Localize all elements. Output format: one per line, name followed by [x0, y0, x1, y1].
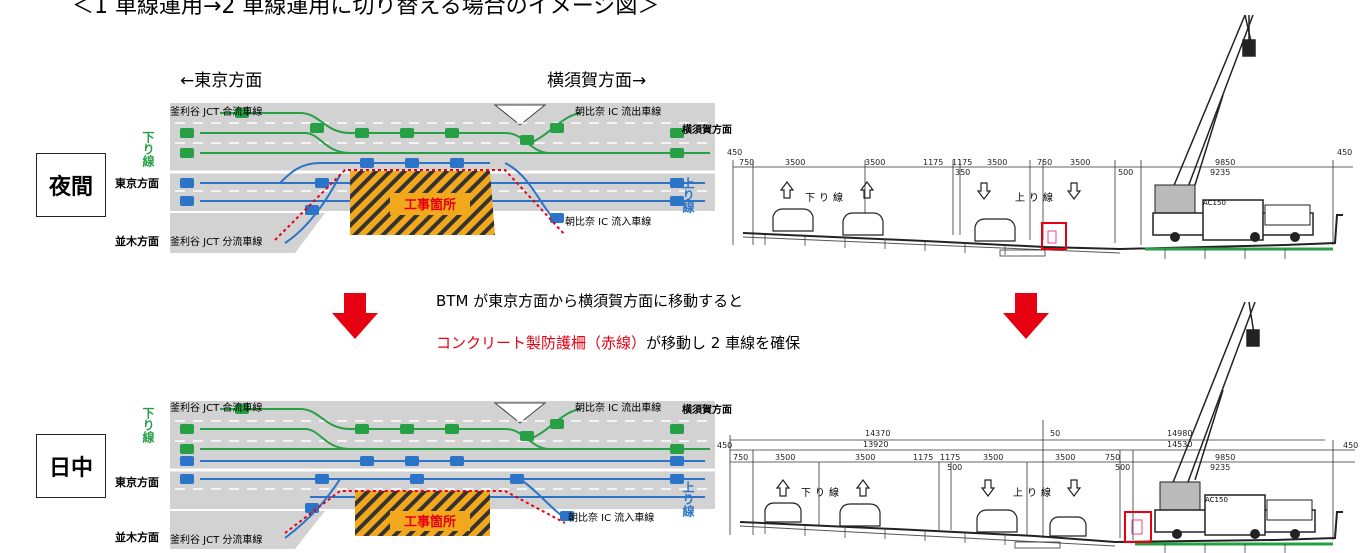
work-zone-label-day: 工事箇所	[404, 514, 456, 530]
crane-icon-day	[1169, 301, 1260, 491]
merge-label: 釜利谷 JCT 合流車線	[170, 105, 262, 118]
down-line-label: 下り線	[141, 131, 155, 168]
dim-750-day: 750	[733, 453, 748, 462]
dim-9850-day: 9850	[1215, 453, 1235, 462]
direction-tokyo-label: ←東京方面	[180, 71, 263, 91]
up-line-label: 上り線	[681, 176, 695, 214]
diagram-title: ＜1 車線運用→2 車線運用に切り替える場合のイメージ図＞	[72, 0, 660, 19]
dim-9235: 9235	[1210, 168, 1230, 177]
dim-350: 350	[955, 168, 970, 177]
exit-label: 朝比奈 IC 流出車線	[575, 105, 661, 118]
dim-1175-b: 1175	[952, 158, 972, 167]
namiki-side-label-day: 並木方面	[115, 530, 159, 544]
dim-450-right: 450	[1337, 148, 1352, 157]
plan-view-night: 工事箇所 釜利谷 JCT 合流車線 釜利谷 JCT 分流車線 朝比奈 IC 流出…	[115, 103, 732, 253]
dim-50: 50	[1050, 429, 1060, 438]
down-line-label-day: 下り線	[141, 407, 155, 444]
dim-1175-a: 1175	[923, 158, 943, 167]
dim-1175-b-day: 1175	[940, 453, 960, 462]
dim-14980: 14980	[1167, 429, 1192, 438]
dim-750-b: 750	[1037, 158, 1052, 167]
entry-label-day: 朝比奈 IC 流入車線	[568, 511, 654, 524]
dim-750-b-day: 750	[1105, 453, 1120, 462]
dim-3500-d-day: 3500	[1055, 453, 1075, 462]
yokosuka-side-label: 横須賀方面	[682, 123, 732, 136]
down-lane-label: 下り線	[805, 191, 847, 204]
dim-14530: 14530	[1167, 440, 1192, 449]
yokosuka-side-label-day: 横須賀方面	[682, 403, 732, 416]
crane-model-label: AC150	[1203, 199, 1226, 207]
cross-section-day: 14370 50 14980 13920 14530 450 750 3500 …	[717, 301, 1358, 553]
dim-1175-a-day: 1175	[913, 453, 933, 462]
split-label: 釜利谷 JCT 分流車線	[170, 235, 262, 248]
period-day-box: 日中	[36, 434, 106, 498]
dim-3500-b: 3500	[865, 158, 885, 167]
dim-450-right-day: 450	[1343, 441, 1358, 450]
caption-red-text: コンクリート製防護柵（赤線）	[436, 334, 647, 352]
crane-model-label-day: AC150	[1205, 496, 1228, 504]
dim-450-left: 450	[727, 148, 742, 157]
exit-label-day: 朝比奈 IC 流出車線	[575, 401, 661, 414]
down-arrow-left-icon	[332, 293, 378, 339]
up-lane-label-day: 上り線	[1013, 486, 1055, 499]
dim-3500-b-day: 3500	[855, 453, 875, 462]
split-label-day: 釜利谷 JCT 分流車線	[170, 533, 262, 546]
down-lane-label-day: 下り線	[801, 486, 843, 499]
dim-500: 500	[1118, 168, 1133, 177]
dim-3500-a: 3500	[785, 158, 805, 167]
dim-9850: 9850	[1215, 158, 1235, 167]
dim-13920: 13920	[863, 440, 888, 449]
dim-9235-day: 9235	[1210, 463, 1230, 472]
period-night-box: 夜間	[36, 153, 106, 217]
dim-450-left-day: 450	[717, 441, 732, 450]
dim-3500-a-day: 3500	[775, 453, 795, 462]
cross-section-night: 450 750 3500 3500 1175 1175 3500 750 350…	[727, 14, 1353, 259]
caption-line1: BTM が東京方面から横須賀方面に移動すると	[436, 292, 744, 310]
direction-yokosuka-label: 横須賀方面→	[547, 71, 647, 91]
tokyo-side-label-day: 東京方面	[115, 475, 159, 489]
down-arrow-right-icon	[1003, 293, 1049, 339]
up-lane-label: 上り線	[1015, 191, 1057, 204]
tokyo-side-label: 東京方面	[115, 176, 159, 190]
dim-3500-c-day: 3500	[983, 453, 1003, 462]
dim-500-day: 500	[1115, 463, 1130, 472]
dim-500-mid-day: 500	[947, 463, 962, 472]
dim-3500-d: 3500	[1070, 158, 1090, 167]
crane-icon	[1169, 14, 1256, 196]
up-line-label-day: 上り線	[681, 480, 695, 518]
merge-label-day: 釜利谷 JCT 合流車線	[170, 401, 262, 414]
dim-14370: 14370	[865, 429, 890, 438]
entry-label: 朝比奈 IC 流入車線	[565, 215, 651, 228]
dim-750: 750	[739, 158, 754, 167]
caption-rest-text: が移動し 2 車線を確保	[646, 334, 801, 352]
namiki-side-label: 並木方面	[115, 234, 159, 248]
work-zone-label: 工事箇所	[404, 197, 456, 213]
dim-3500-c: 3500	[987, 158, 1007, 167]
plan-view-day: 工事箇所 釜利谷 JCT 合流車線 釜利谷 JCT 分流車線 朝比奈 IC 流出…	[115, 401, 732, 549]
caption-line2: コンクリート製防護柵（赤線）が移動し 2 車線を確保	[436, 332, 800, 353]
